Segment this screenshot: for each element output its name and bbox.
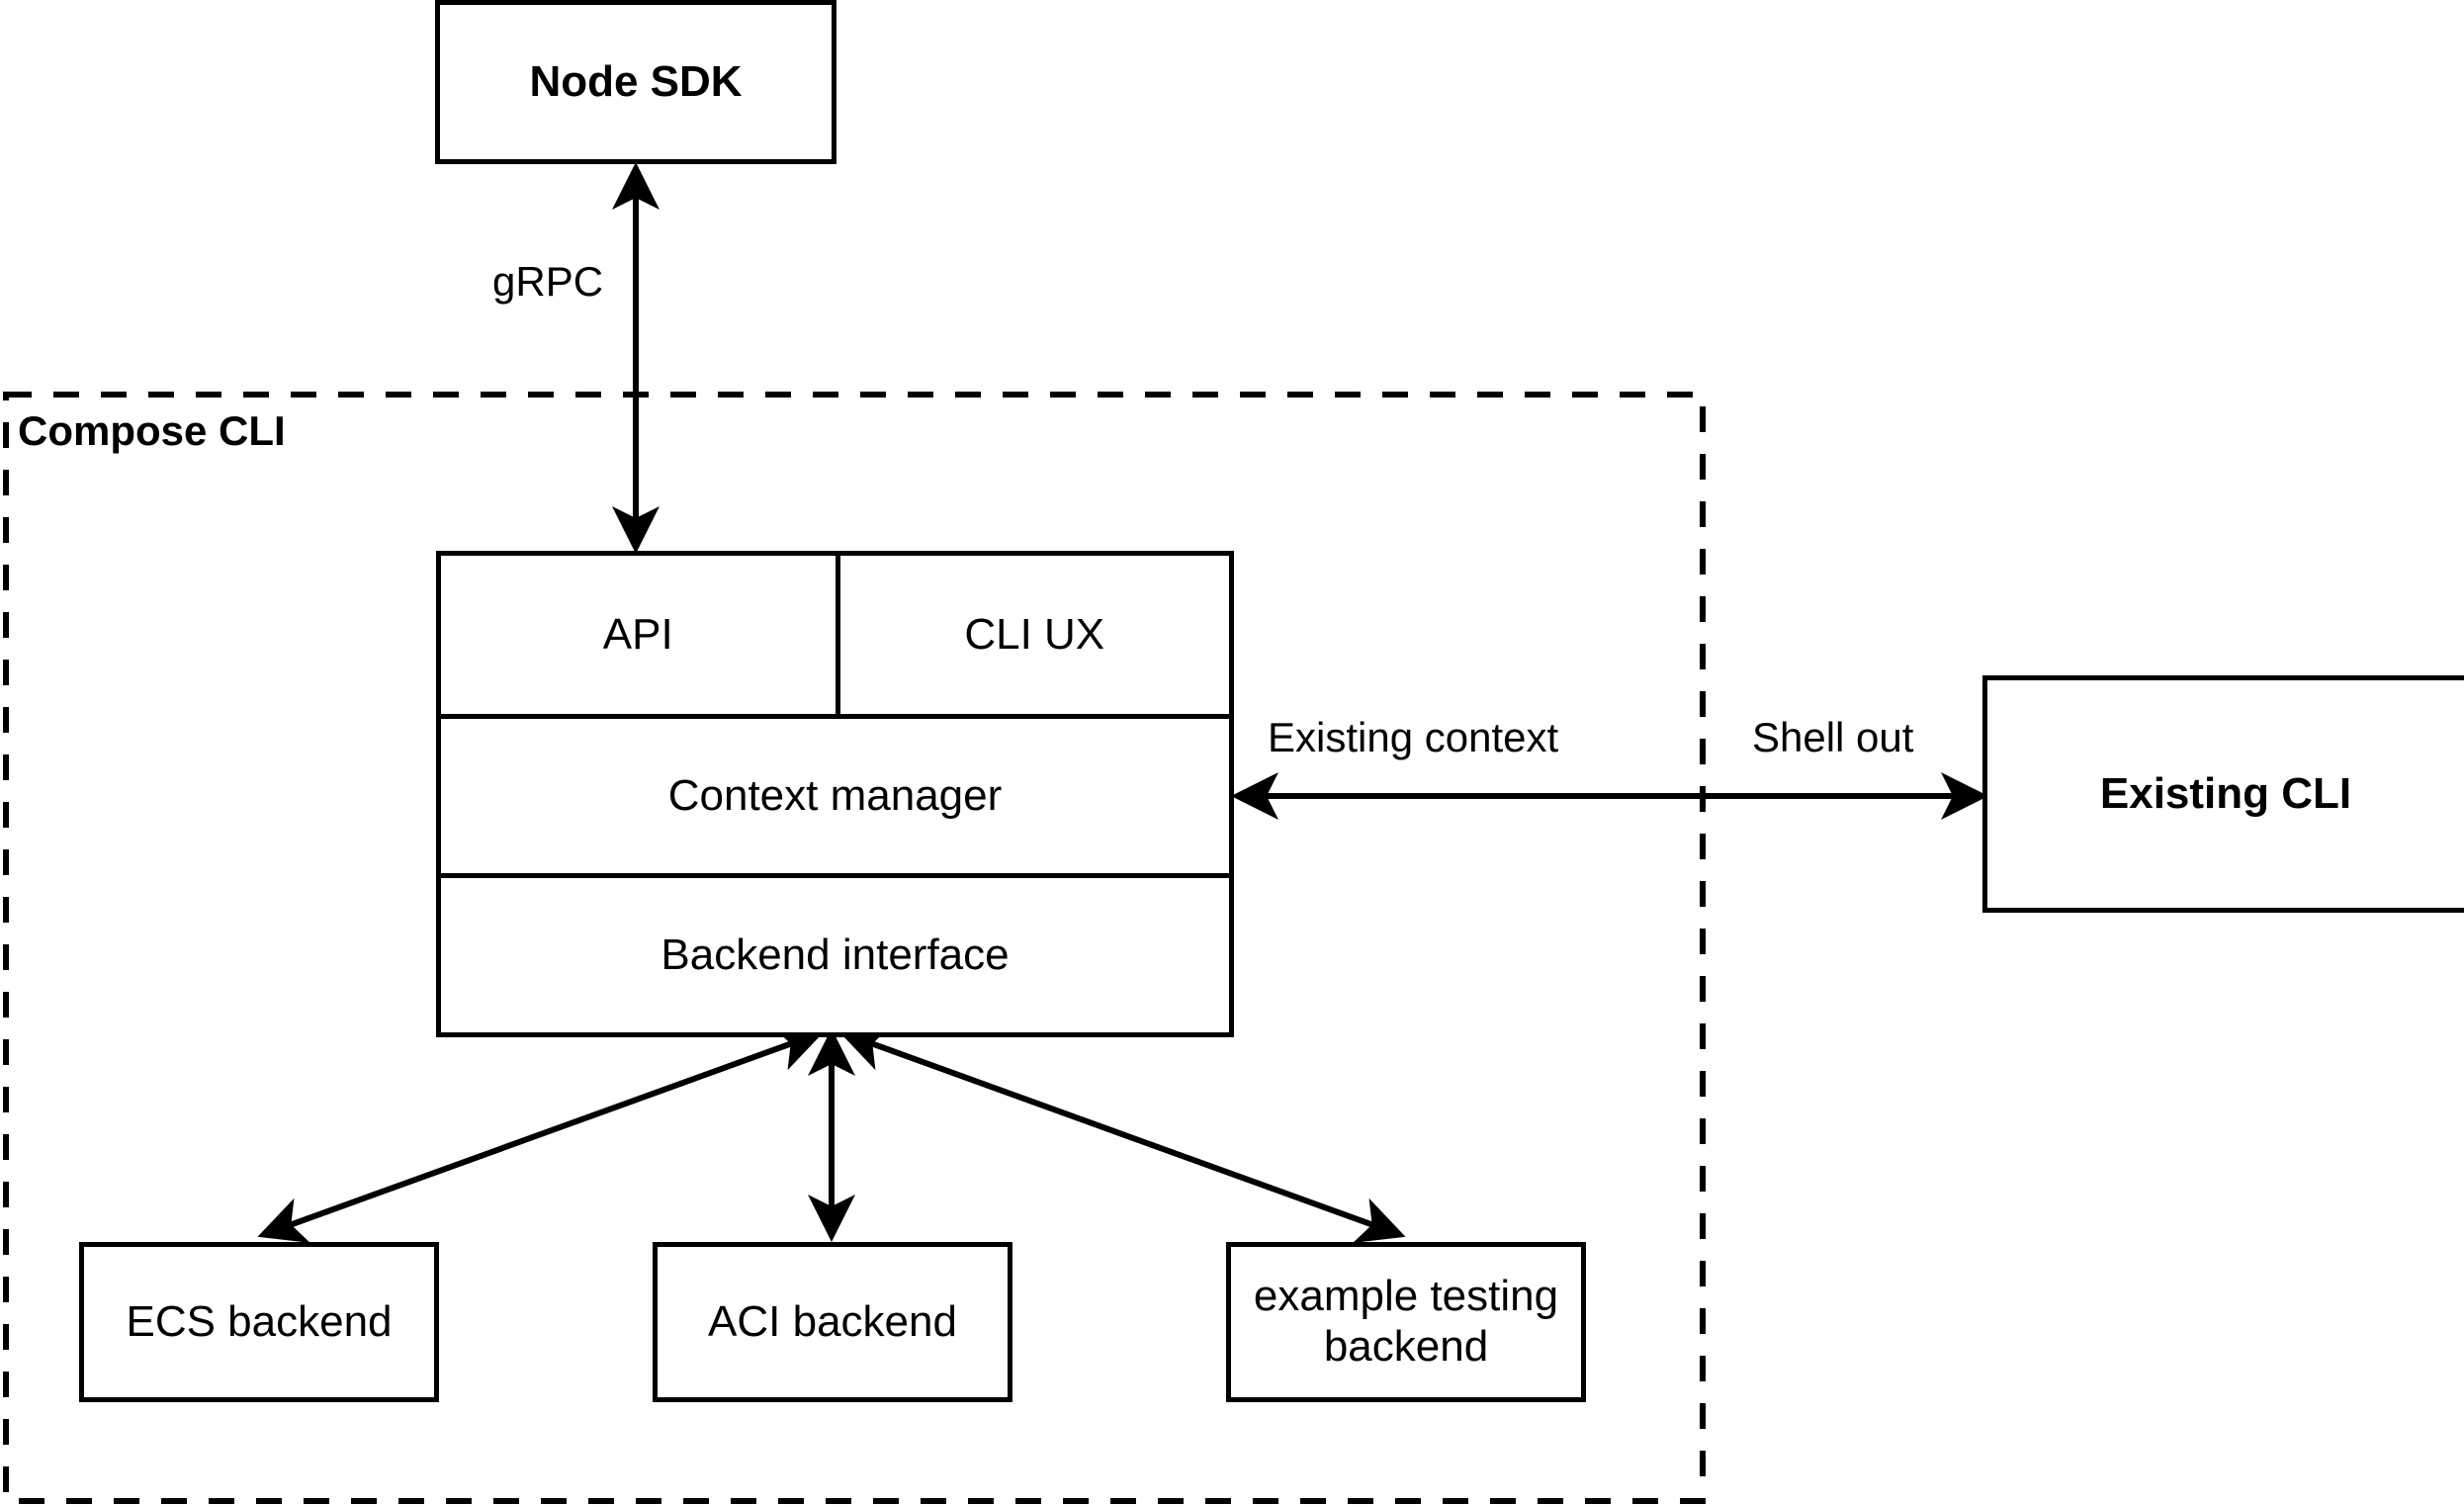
context-manager-cell[interactable]: Context manager (441, 719, 1229, 873)
node-sdk-box[interactable]: Node SDK (435, 0, 836, 164)
existing-cli-label: Existing CLI (2099, 768, 2352, 818)
api-label: API (602, 609, 673, 659)
ecs-backend-box[interactable]: ECS backend (79, 1242, 439, 1402)
api-cell[interactable]: API (441, 556, 836, 714)
ecs-backend-label: ECS backend (126, 1296, 393, 1346)
edge-backend-to-example (838, 1025, 1406, 1243)
compose-cli-core-block: API CLI UX Context manager Backend inter… (436, 551, 1234, 1037)
core-row-context-manager: Context manager (441, 714, 1229, 873)
edge-label-shell-out: Shell out (1752, 714, 1914, 760)
cli-ux-label: CLI UX (964, 609, 1105, 659)
edge-backend-to-ecs (257, 1025, 825, 1243)
backend-interface-cell[interactable]: Backend interface (441, 878, 1229, 1032)
compose-cli-group-border (3, 392, 1706, 1504)
example-testing-backend-box[interactable]: example testing backend (1226, 1242, 1586, 1402)
core-row-api-cliux: API CLI UX (441, 556, 1229, 714)
edge-label-grpc: gRPC (492, 258, 604, 305)
node-sdk-label: Node SDK (529, 56, 743, 106)
backend-interface-label: Backend interface (660, 930, 1010, 979)
edge-label-existing-context: Existing context (1268, 714, 1559, 760)
aci-backend-label: ACI backend (708, 1296, 957, 1346)
existing-cli-box[interactable]: Existing CLI (1982, 675, 2464, 913)
context-manager-label: Context manager (667, 770, 1003, 820)
example-testing-backend-label: example testing backend (1253, 1272, 1559, 1371)
core-row-backend-interface: Backend interface (441, 873, 1229, 1032)
aci-backend-box[interactable]: ACI backend (653, 1242, 1012, 1402)
compose-cli-group-title: Compose CLI (18, 407, 286, 454)
cli-ux-cell[interactable]: CLI UX (835, 556, 1230, 714)
